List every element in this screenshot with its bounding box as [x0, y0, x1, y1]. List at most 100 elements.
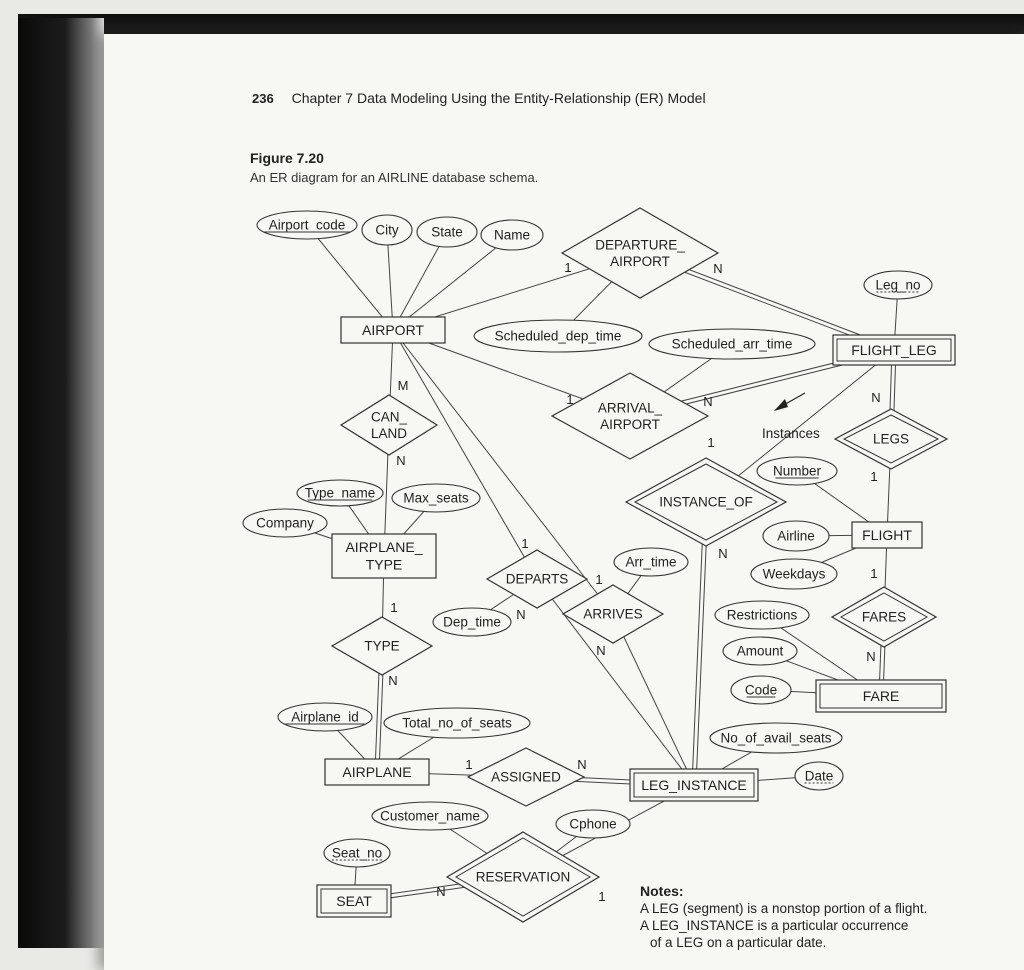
attribute-customer-name: Customer_name [371, 801, 489, 831]
relationship-instance-of: INSTANCE_OF [624, 457, 788, 547]
entity-label: AIRPLANE [342, 764, 411, 780]
attribute-weekdays: Weekdays [750, 558, 838, 590]
attribute-airport-code: Airport_code [256, 210, 358, 240]
attribute-cphone: Cphone [555, 809, 631, 839]
cardinality-label: 1 [390, 600, 397, 615]
attribute-date: Date [794, 761, 844, 791]
attribute-label: Max_seats [403, 491, 469, 506]
relationship-arrival-airport: ARRIVAL_ AIRPORT [550, 372, 710, 460]
cardinality-label: 1 [598, 889, 605, 904]
attribute-no-of-avail-seats: No_of_avail_seats [709, 722, 843, 754]
relationship-label: ARRIVES [583, 607, 642, 622]
cardinality-label: M [398, 378, 409, 393]
attribute-label: City [375, 223, 398, 238]
attribute-total-no-of-seats: Total_no_of_seats [383, 707, 531, 739]
relationship-label: TYPE [364, 639, 399, 654]
cardinality-label: 1 [870, 566, 877, 581]
figure-label: Figure 7.20 [250, 150, 324, 166]
connector-line [386, 229, 394, 331]
attribute-label: Airplane_id [291, 710, 359, 725]
attribute-label: Seat_no [332, 846, 382, 861]
entity-airport: AIRPORT [340, 316, 446, 344]
relationship-label: LEGS [873, 432, 909, 447]
relationship-label: CAN_ [371, 409, 408, 424]
relationship-departure-airport: DEPARTURE_AIRPORT [560, 207, 720, 299]
attribute-label: Total_no_of_seats [402, 716, 512, 731]
entity-leg-instance: LEG_INSTANCE [629, 768, 759, 802]
attribute-airplane-id: Airplane_id [277, 702, 373, 732]
attribute-label: Company [256, 516, 314, 531]
connector-line [392, 329, 538, 580]
notes-title: Notes: [640, 883, 684, 899]
arrow-head-icon [774, 399, 788, 411]
connector-line [306, 224, 394, 331]
attribute-leg-no: Leg_no [863, 270, 933, 300]
relationship-fares: FARES [830, 586, 938, 648]
relationship-departs: DEPARTS [485, 549, 589, 609]
cardinality-label: 1 [595, 572, 602, 587]
connector-line [392, 231, 448, 331]
relationship-legs: LEGS [833, 408, 949, 470]
attribute-label: Name [494, 228, 530, 243]
attribute-label: Number [773, 464, 822, 479]
relationship-label: FARES [862, 610, 906, 625]
cardinality-label: 1 [707, 435, 714, 450]
attribute-city: City [361, 214, 413, 246]
attribute-scheduled-arr-time: Scheduled_arr_time [648, 328, 816, 360]
attribute-label: Cphone [569, 817, 616, 832]
note-line: A LEG (segment) is a nonstop portion of … [640, 901, 928, 916]
entity-flight-leg: FLIGHT_LEG [832, 334, 956, 366]
connector-line [392, 329, 614, 615]
attribute-airline: Airline [762, 520, 830, 552]
relationship-label: DEPARTURE_ [595, 237, 685, 252]
attribute-dep-time: Dep_time [432, 607, 512, 637]
figure-caption: An ER diagram for an AIRLINE database sc… [250, 170, 539, 185]
attribute-company: Company [242, 508, 328, 538]
entity-seat: SEAT [316, 884, 392, 918]
diagram-extras: Instances [762, 392, 820, 441]
note-line: of a LEG on a particular date. [650, 935, 827, 950]
entity-label: TYPE [366, 557, 403, 573]
chapter-title: Chapter 7 Data Modeling Using the Entity… [291, 90, 706, 106]
entity-airplane-type: AIRPLANE_TYPE [331, 533, 437, 579]
entity-fare: FARE [815, 679, 947, 713]
attribute-number: Number [756, 456, 838, 486]
attribute-scheduled-dep-time: Scheduled_dep_time [473, 319, 643, 353]
attribute-label: Airport_code [269, 218, 346, 233]
cardinality-label: 1 [564, 260, 571, 275]
relationship-label: ASSIGNED [491, 770, 561, 785]
cardinality-label: N [436, 884, 445, 899]
attribute-max-seats: Max_seats [391, 483, 481, 513]
cardinality-label: N [703, 394, 712, 409]
total-participation-line [691, 501, 705, 785]
relationship-can-land: CAN_LAND [339, 394, 439, 456]
attribute-amount: Amount [722, 636, 798, 666]
entity-label: FARE [863, 688, 900, 704]
entity-label: AIRPORT [362, 322, 424, 338]
attribute-arr-time: Arr_time [613, 547, 689, 577]
entity-airplane: AIRPLANE [324, 758, 430, 786]
attribute-state: State [416, 216, 478, 248]
attribute-seat-no: Seat_no [323, 838, 391, 868]
entity-label: SEAT [336, 893, 372, 909]
attribute-label: Dep_time [443, 615, 501, 630]
cardinality-label: N [866, 649, 875, 664]
cardinality-label: N [718, 546, 727, 561]
page-header: 236 Chapter 7 Data Modeling Using the En… [252, 90, 772, 106]
relationship-reservation: RESERVATION [445, 831, 601, 923]
relationship-label: AIRPORT [600, 417, 660, 432]
attribute-label: Customer_name [380, 809, 480, 824]
attribute-label: Scheduled_arr_time [672, 337, 793, 352]
attribute-label: Code [745, 683, 777, 698]
attribute-label: Leg_no [875, 278, 920, 293]
attribute-label: State [431, 225, 463, 240]
note-line: A LEG_INSTANCE is a particular occurrenc… [640, 918, 909, 933]
cardinality-label: N [713, 261, 722, 276]
instances-annotation: Instances [762, 426, 820, 441]
cardinality-label: N [596, 643, 605, 658]
relationship-assigned: ASSIGNED [466, 747, 586, 807]
connector-line [612, 613, 695, 786]
relationship-label: ARRIVAL_ [598, 400, 663, 415]
